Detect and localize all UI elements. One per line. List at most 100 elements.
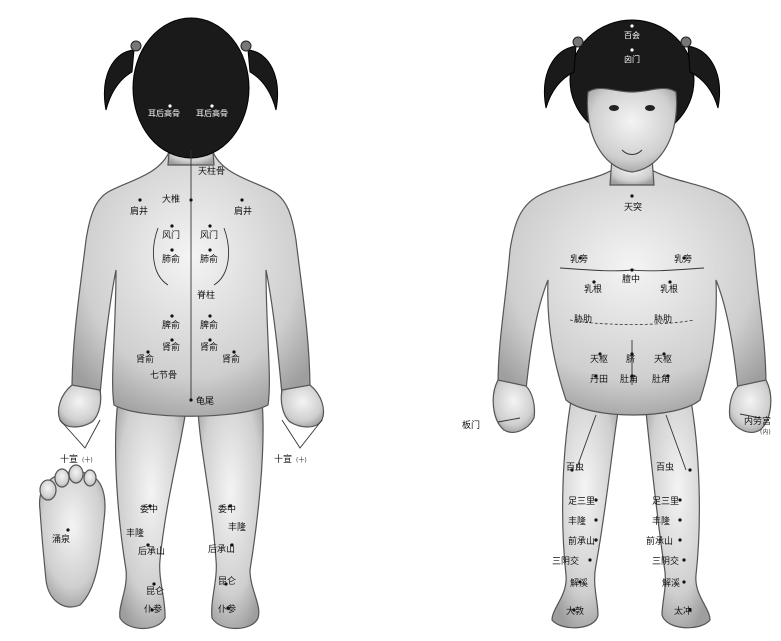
back-right-hair-tie xyxy=(241,41,251,51)
back-toe-3 xyxy=(69,465,83,483)
back-head-hair xyxy=(133,18,249,158)
front-label-leg-left-c: 前承山 xyxy=(568,535,595,547)
front-point-leg-right-e xyxy=(682,580,685,583)
back-label-shenshu2-left: 肾俞 xyxy=(136,353,154,365)
front-label-leg-right-c: 前承山 xyxy=(646,535,673,547)
back-toe-1 xyxy=(40,480,56,500)
front-point-leg-right-c xyxy=(678,538,681,541)
back-label-pucan-right: 仆参 xyxy=(218,603,236,615)
back-label-jianjing-right: 肩井 xyxy=(234,205,252,217)
front-label-hand-right: 内劳宫 xyxy=(744,415,771,427)
back-point-shenshu2-left xyxy=(146,350,149,353)
back-label-pucan-left: 仆参 xyxy=(144,603,162,615)
back-label-neck: 天柱骨 xyxy=(198,165,225,177)
back-label-kunlun-right: 昆仑 xyxy=(218,575,236,587)
front-left-leg xyxy=(552,395,618,628)
front-label-leg-left-e: 解溪 xyxy=(570,577,588,589)
back-label-kunlun-left: 昆仑 xyxy=(146,585,164,597)
back-label-head-right: 耳后高骨 xyxy=(196,108,228,118)
front-label-right-low: 肚角 xyxy=(652,373,670,385)
front-right-hair-tie xyxy=(681,37,691,47)
front-point-leg-right-d xyxy=(682,558,685,561)
back-label-jianjing-left: 肩井 xyxy=(130,205,148,217)
front-point-rugen-left xyxy=(592,280,595,283)
back-label-head-left: 耳后高骨 xyxy=(148,108,180,118)
front-label-hand-left: 板门 xyxy=(462,419,480,431)
front-point-xinmen xyxy=(630,48,633,51)
back-label-spine: 脊柱 xyxy=(197,289,215,301)
back-point-feishu-left xyxy=(170,248,173,251)
back-label-shenshu-right: 肾俞 xyxy=(200,341,218,353)
back-label-qijiegu: 七节骨 xyxy=(150,370,177,381)
front-label-leg-left-a: 足三里 xyxy=(568,496,595,507)
back-point-head-left xyxy=(168,104,171,107)
back-toe-2 xyxy=(55,469,69,487)
front-right-eye xyxy=(645,105,655,111)
front-label-hand-right-note: (内) xyxy=(760,428,771,436)
front-label-rib-right: 胁肋 xyxy=(654,314,672,325)
front-label-center-low: 肚角 xyxy=(620,373,638,385)
front-label-tianshu-right: 天枢 xyxy=(654,353,672,365)
back-point-jianjing-right xyxy=(240,198,243,201)
back-point-fengmen-right xyxy=(208,224,211,227)
front-label-chest-right-upper: 乳旁 xyxy=(674,253,692,265)
front-label-leg-right-a: 足三里 xyxy=(652,496,679,507)
front-label-center-chest: 膻中 xyxy=(622,273,640,285)
front-label-rugen-left: 乳根 xyxy=(584,283,602,295)
back-left-hand xyxy=(59,385,101,427)
back-label-guiwei: 龟尾 xyxy=(196,395,214,407)
back-label-foot: 涌泉 xyxy=(52,533,70,545)
back-label-fengmen-right: 风门 xyxy=(200,229,218,241)
front-label-leg-left-b: 丰隆 xyxy=(568,515,586,527)
back-label-pishu-left: 脾俞 xyxy=(162,319,180,331)
back-label-chengshan-right: 后承山 xyxy=(208,544,235,555)
back-point-foot xyxy=(66,528,69,531)
back-point-head-right xyxy=(210,104,213,107)
back-point-shenshu-left xyxy=(170,338,173,341)
back-view-figure xyxy=(40,18,324,629)
front-point-knee-right xyxy=(688,468,691,471)
front-label-leg-right-e: 解溪 xyxy=(662,577,680,589)
back-point-pishu-left xyxy=(170,314,173,317)
front-label-baihui: 百会 xyxy=(624,30,640,40)
back-label-hand-right: 十宣 xyxy=(274,453,292,465)
back-label-shenshu-left: 肾俞 xyxy=(162,341,180,353)
front-label-leg-right-f: 太冲 xyxy=(674,605,692,617)
back-label-hand-left-note: (十) xyxy=(82,456,93,464)
front-label-tianshu-left: 天枢 xyxy=(590,353,608,365)
back-label-weizhong-left: 委中 xyxy=(140,503,158,515)
front-face xyxy=(587,88,676,172)
back-label-feishu-left: 肺俞 xyxy=(162,253,180,265)
back-label-leg-left-a: 丰隆 xyxy=(126,527,144,539)
front-left-eye xyxy=(609,105,619,111)
back-point-kunlun-left xyxy=(152,582,155,585)
front-left-hand xyxy=(493,380,534,432)
back-right-hand xyxy=(281,385,323,427)
back-point-shenshu2-right xyxy=(232,350,235,353)
front-label-knee-left: 百虫 xyxy=(566,461,584,473)
front-label-neck: 天突 xyxy=(624,201,642,213)
back-label-leg-right-a: 丰隆 xyxy=(228,521,246,533)
back-label-shenshu2-right: 肾俞 xyxy=(222,353,240,365)
back-point-shenshu-right xyxy=(208,338,211,341)
back-label-fengmen-left: 风门 xyxy=(162,229,180,241)
back-point-dazhui xyxy=(189,198,192,201)
front-label-knee-right: 百虫 xyxy=(656,461,674,473)
front-point-leg-left-b xyxy=(594,518,597,521)
back-label-feishu-right: 肺俞 xyxy=(200,253,218,265)
front-label-leg-left-f: 大敦 xyxy=(566,605,584,617)
front-label-left-low: 丹田 xyxy=(590,374,608,385)
front-view-figure xyxy=(493,20,771,628)
front-right-leg xyxy=(646,395,710,628)
front-label-leg-right-d: 三阴交 xyxy=(652,555,679,567)
front-point-rugen-right xyxy=(668,280,671,283)
back-left-hair-tie xyxy=(131,41,141,51)
front-point-leg-right-b xyxy=(678,518,681,521)
back-label-dazhui: 大椎 xyxy=(162,193,180,205)
front-label-leg-right-b: 丰隆 xyxy=(652,515,670,527)
back-point-fengmen-left xyxy=(170,224,173,227)
front-label-rib-left: 胁肋 xyxy=(574,314,592,325)
front-point-baihui xyxy=(630,24,633,27)
